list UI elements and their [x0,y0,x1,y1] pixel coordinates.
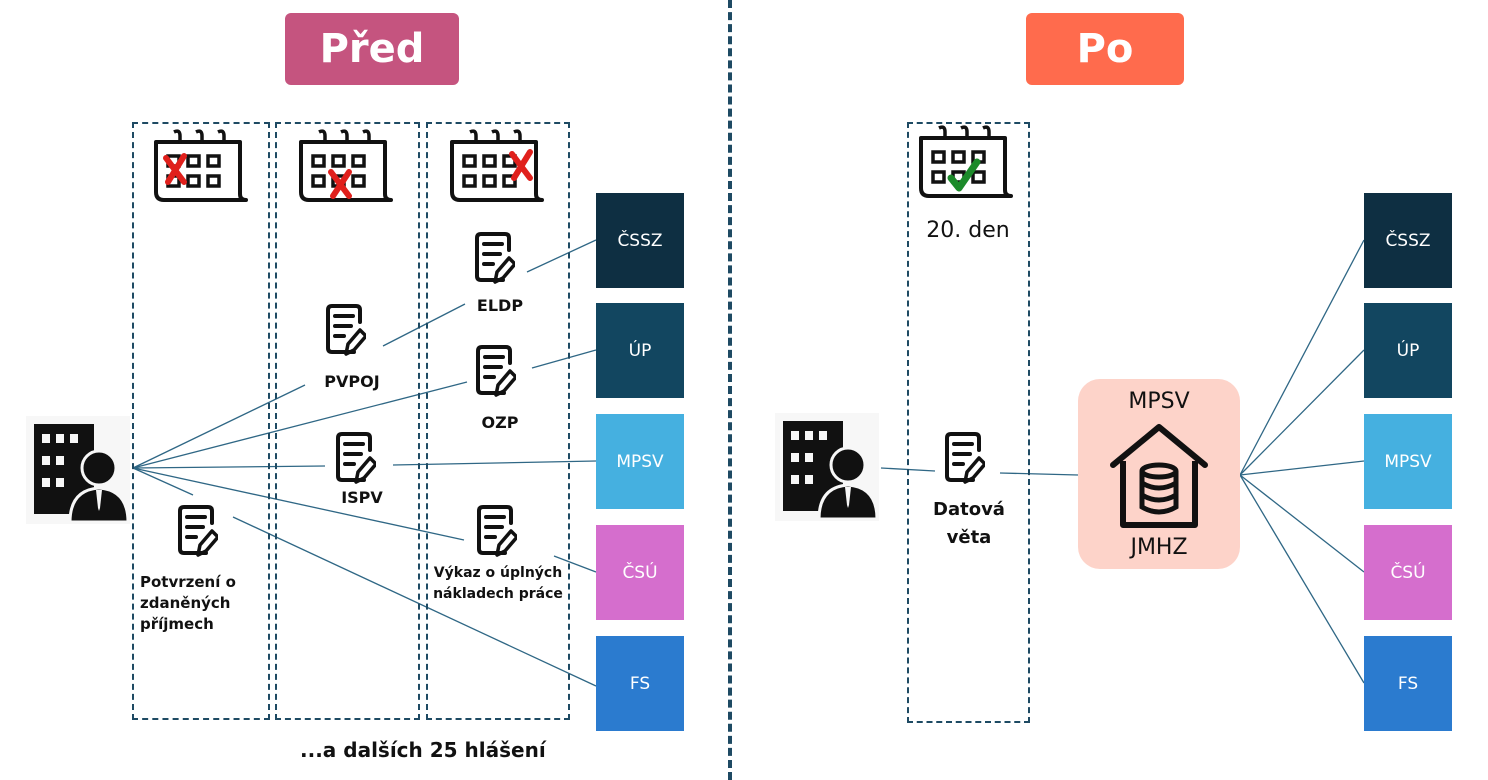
after-title: Po [1026,13,1184,85]
before-title: Před [285,13,459,85]
document-edit-icon [945,432,985,484]
hub-bottom-label: JMHZ [1130,535,1188,560]
calendar-icon [299,129,393,202]
cross-mark-icon [509,149,533,181]
document-edit-icon [476,345,516,397]
employer-building-icon [775,413,879,521]
institution-mpsv: MPSV [1364,414,1452,509]
document-edit-icon [326,304,366,356]
institution-up: ÚP [596,303,684,398]
institution-mpsv: MPSV [596,414,684,509]
section-divider [728,0,732,780]
document-edit-icon [477,505,517,557]
vykaz-line-2: nákladech práce [433,586,563,602]
footer-note: ...a dalších 25 hlášení [300,738,546,762]
before-column-2 [275,122,420,720]
line-hub-mpsv [1239,460,1365,476]
employer-building-icon [26,416,130,524]
record-line-1: Datová [933,499,1005,520]
line-employer-ispv [132,465,326,469]
calendar-icon [154,129,248,202]
vykaz-line-1: Výkaz o úplných [433,565,563,581]
document-edit-icon [336,432,376,484]
jmhz-hub: MPSV JMHZ [1078,379,1240,569]
institution-fs: FS [1364,636,1452,731]
line-hub-cssz [1239,239,1365,476]
line-potvrzeni-fs [232,516,597,687]
day-label: 20. den [926,218,1010,243]
document-edit-icon [475,232,515,284]
record-label: Datová věta [917,496,1021,552]
report-label-eldp: ELDP [476,296,524,315]
line-hub-fs [1239,474,1365,684]
line-datova-hub [999,472,1079,476]
potvrzeni-line-1: Potvrzení o [140,573,236,591]
report-label-ispv: ISPV [341,488,383,507]
institution-csu: ČSÚ [1364,525,1452,620]
hub-top-label: MPSV [1128,389,1190,414]
line-employer-potvrzeni [132,467,194,496]
report-label-pvpoj: PVPOJ [324,372,380,391]
check-mark-icon [947,158,981,192]
institution-fs: FS [596,636,684,731]
institution-cssz: ČSSZ [1364,193,1452,288]
cross-mark-icon [328,169,352,199]
calendar-icon [450,129,544,202]
report-label-ozp: OZP [481,413,519,432]
line-eldp-cssz [526,239,597,273]
report-label-vykaz: Výkaz o úplných nákladech práce [426,563,570,605]
cross-mark-icon [163,153,187,185]
line-employer-ozp [132,381,468,469]
after-column [907,122,1030,723]
report-label-potvrzeni: Potvrzení o zdaněných příjmech [140,572,255,635]
before-column-1 [132,122,270,720]
potvrzeni-line-2: zdaněných [140,594,231,612]
institution-up: ÚP [1364,303,1452,398]
document-edit-icon [178,505,218,557]
line-hub-csu [1239,474,1365,573]
database-house-icon [1110,424,1208,528]
calendar-icon [919,125,1013,198]
line-employer-vykaz [132,467,465,541]
potvrzeni-line-3: příjmech [140,615,214,633]
line-pvpoj-eldp [382,303,466,347]
institution-csu: ČSÚ [596,525,684,620]
institution-cssz: ČSSZ [596,193,684,288]
before-column-3 [426,122,570,720]
line-vykaz-csu [553,555,597,573]
record-line-2: věta [946,527,992,548]
line-hub-up [1239,349,1365,476]
line-ozp-up [531,349,597,369]
